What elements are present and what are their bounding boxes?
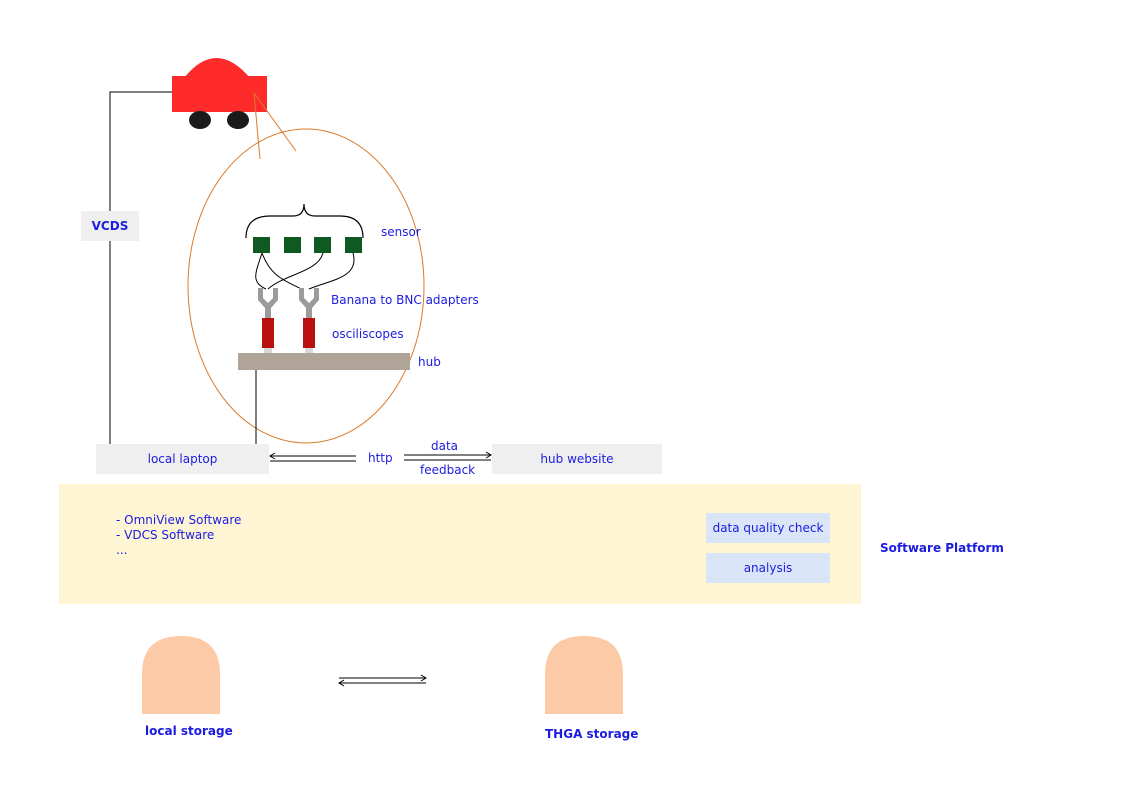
- oscilloscope-1: [262, 318, 274, 348]
- software-platform-label: Software Platform: [880, 541, 1004, 555]
- cable-3: [267, 252, 324, 290]
- data-label: data: [431, 439, 459, 453]
- software-list-item: ...: [116, 543, 128, 557]
- local-laptop-label: local laptop: [147, 452, 218, 466]
- zoom-line-right: [253, 92, 297, 152]
- oscilloscopes-label: osciliscopes: [332, 327, 404, 341]
- vcds-label: VCDS: [91, 219, 129, 233]
- http-label: http: [368, 451, 393, 465]
- zoom-circle: [187, 128, 425, 444]
- adapters-label: Banana to BNC adapters: [331, 293, 479, 307]
- data-feedback-arrow: [404, 451, 492, 461]
- hub-bar: [238, 353, 410, 370]
- thga-storage-icon: [545, 636, 623, 714]
- cable-2: [261, 252, 304, 291]
- local-laptop-box: local laptop: [96, 444, 269, 474]
- hub-website-label: hub website: [540, 452, 614, 466]
- software-list: - OmniView Software - VDCS Software ...: [116, 513, 241, 558]
- software-platform-panel: [59, 484, 861, 604]
- analysis-label: analysis: [743, 561, 793, 575]
- thga-storage-label: THGA storage: [545, 727, 639, 741]
- vcds-box: VCDS: [81, 211, 139, 241]
- analysis-box: analysis: [706, 553, 830, 583]
- cable-1: [255, 252, 267, 290]
- local-storage-label: local storage: [145, 724, 233, 738]
- sensor-label: sensor: [381, 225, 421, 239]
- sensor-brace: [245, 203, 364, 239]
- adapter-1: [258, 288, 278, 318]
- local-storage-icon: [142, 636, 220, 714]
- cable-4: [308, 252, 355, 290]
- http-arrow: [269, 452, 356, 462]
- adapter-2: [299, 288, 319, 318]
- oscilloscope-2: [303, 318, 315, 348]
- hub-website-box: hub website: [492, 444, 662, 474]
- vcds-connector: [109, 91, 172, 444]
- hub-label: hub: [418, 355, 441, 369]
- sensor-2: [284, 237, 301, 253]
- car-icon: [172, 58, 267, 129]
- sensor-4: [345, 237, 362, 253]
- software-list-item: - OmniView Software: [116, 513, 242, 527]
- software-list-item: - VDCS Software: [116, 528, 215, 542]
- data-quality-check-box: data quality check: [706, 513, 830, 543]
- sensor-3: [314, 237, 331, 253]
- feedback-label: feedback: [420, 463, 476, 477]
- sensor-1: [253, 237, 270, 253]
- storage-sync-arrow: [338, 674, 427, 687]
- data-quality-check-label: data quality check: [712, 521, 824, 535]
- zoom-line-left: [253, 92, 261, 160]
